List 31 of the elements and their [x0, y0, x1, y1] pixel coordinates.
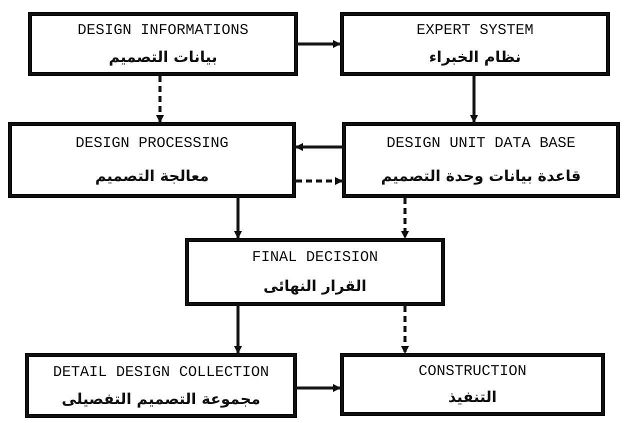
- arrow: [401, 306, 409, 354]
- arabic-subtitle: بيانات التصميم: [108, 48, 218, 66]
- arrow: [296, 177, 343, 185]
- box-title: CONSTRUCTION: [418, 363, 527, 380]
- process-box: [340, 353, 605, 416]
- process-box: [340, 12, 610, 76]
- process-box: [185, 238, 445, 306]
- arrow: [470, 76, 478, 123]
- box-title: DESIGN UNIT DATA BASE: [386, 135, 576, 152]
- process-box: [25, 353, 297, 418]
- arabic-subtitle: معالجة التصميم: [95, 166, 209, 185]
- arabic-subtitle: مجموعة التصميم التفصيلى: [62, 390, 260, 408]
- arrow: [297, 384, 341, 392]
- box-title: EXPERT SYSTEM: [416, 22, 534, 40]
- process-box: [8, 122, 296, 198]
- arrow: [298, 40, 341, 48]
- box-title: DESIGN INFORMATIONS: [77, 22, 249, 40]
- arrow: [234, 198, 242, 239]
- arrow: [156, 76, 164, 123]
- box-title: FINAL DECISION: [252, 249, 378, 266]
- process-box: [342, 122, 620, 198]
- process-box: [28, 12, 298, 76]
- arabic-subtitle: قاعدة بيانات وحدة التصميم: [381, 166, 581, 185]
- arrow: [295, 143, 342, 151]
- arabic-subtitle: نظام الخبراء: [429, 48, 521, 66]
- box-title: DETAIL DESIGN COLLECTION: [52, 364, 270, 380]
- arabic-subtitle: القرار النهائى: [263, 276, 367, 295]
- arrow: [401, 198, 409, 239]
- arabic-subtitle: التنفيذ: [448, 388, 497, 406]
- box-title: DESIGN PROCESSING: [75, 135, 229, 152]
- arrow: [234, 306, 242, 354]
